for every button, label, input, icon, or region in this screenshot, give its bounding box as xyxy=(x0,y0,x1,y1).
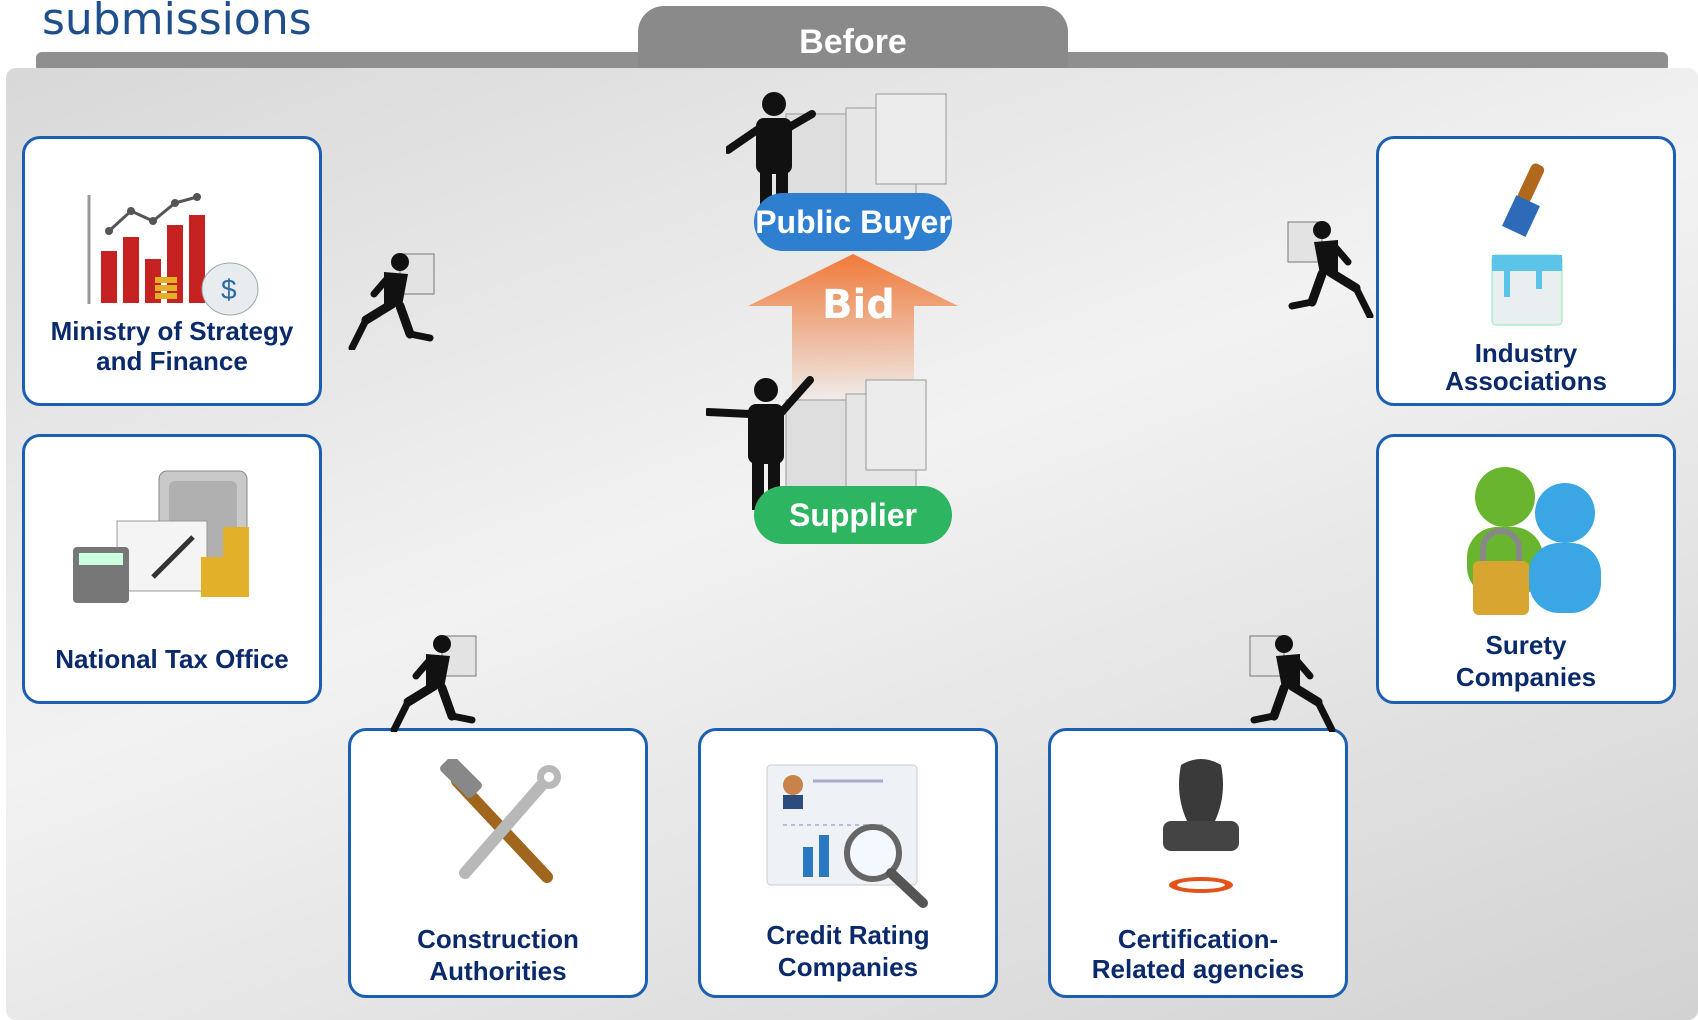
credit-report-icon xyxy=(766,764,928,908)
card-label: Construction xyxy=(417,924,579,954)
stamp-icon xyxy=(1163,759,1239,893)
card-ministry-of-strategy-and-finance: $ Ministry of Strategy and Finance xyxy=(22,136,322,406)
bid-label: Bid xyxy=(822,282,895,328)
card-label: and Finance xyxy=(96,346,248,376)
card-label: Industry xyxy=(1474,338,1578,368)
svg-text:$: $ xyxy=(221,274,237,305)
hammer-wrench-icon xyxy=(440,759,561,883)
card-label: Authorities xyxy=(429,956,567,986)
runner-with-papers-icon xyxy=(390,635,477,732)
person-with-documents-icon xyxy=(706,376,927,511)
card-credit-rating-companies: Credit Rating Companies xyxy=(698,728,998,998)
card-label: Ministry of Strategy xyxy=(50,316,294,346)
card-surety-companies: Surety Companies xyxy=(1376,434,1676,704)
card-label: Related agencies xyxy=(1091,954,1305,984)
card-label: Associations xyxy=(1445,366,1607,396)
supplier-pill: Supplier xyxy=(754,486,952,544)
tab-before[interactable]: Before xyxy=(638,6,1068,68)
runner-with-papers-icon xyxy=(1287,221,1374,318)
card-label: National Tax Office xyxy=(55,644,289,674)
card-label: Companies xyxy=(777,952,919,982)
runner-with-papers-icon xyxy=(1249,635,1336,732)
card-certification-related-agencies: Certification- Related agencies xyxy=(1048,728,1348,998)
users-lock-icon xyxy=(1467,467,1601,615)
paint-bucket-icon xyxy=(1491,163,1563,326)
bid-arrow xyxy=(748,254,958,404)
tax-safe-icon xyxy=(73,470,249,603)
page-title: submissions xyxy=(42,0,312,45)
card-national-tax-office: National Tax Office xyxy=(22,434,322,704)
card-label: Credit Rating xyxy=(766,920,930,950)
runner-with-papers-icon xyxy=(348,253,435,350)
card-label: Surety xyxy=(1485,630,1567,660)
card-construction-authorities: Construction Authorities xyxy=(348,728,648,998)
card-label: Certification- xyxy=(1117,924,1279,954)
card-industry-associations: Industry Associations xyxy=(1376,136,1676,406)
finance-chart-icon: $ xyxy=(87,193,259,316)
public-buyer-pill: Public Buyer xyxy=(754,193,952,251)
card-label: Companies xyxy=(1455,662,1597,692)
